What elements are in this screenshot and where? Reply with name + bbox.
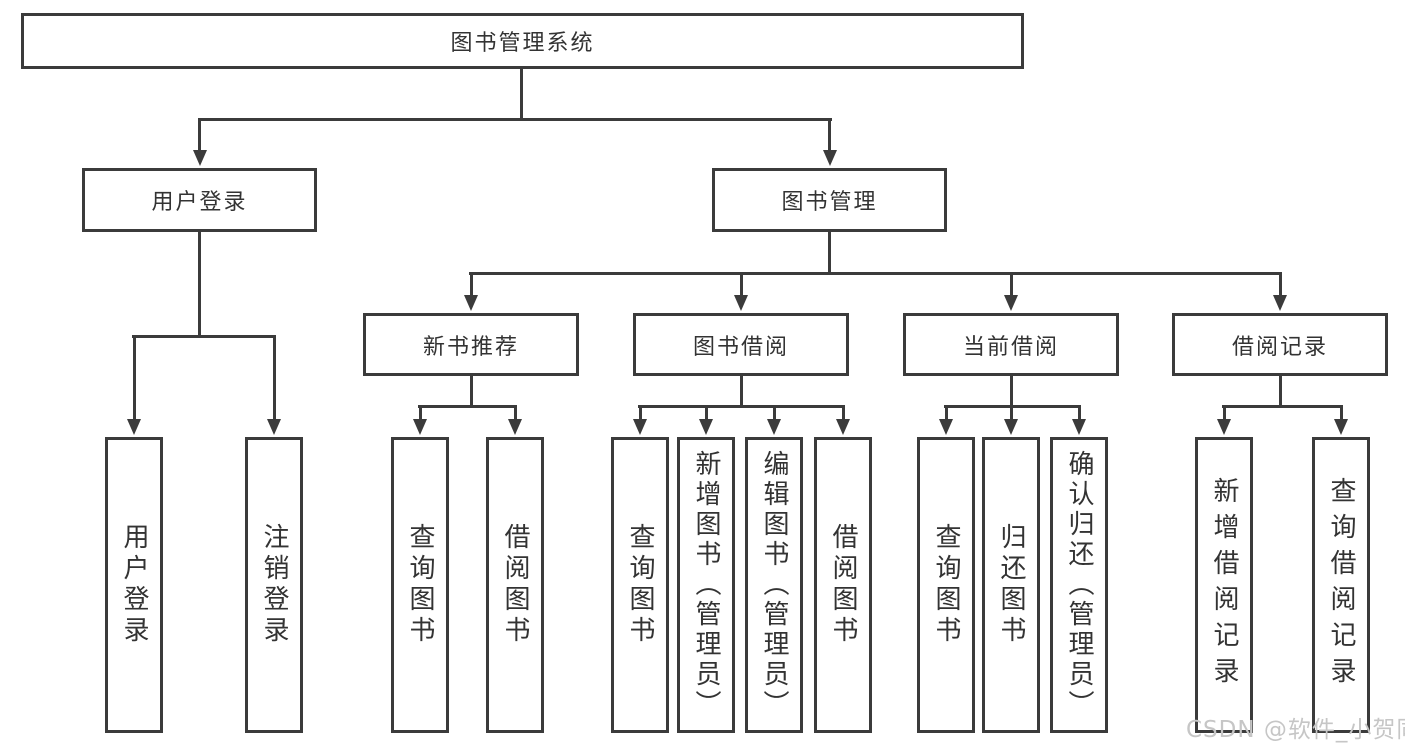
arrow-down-icon (1004, 419, 1018, 435)
connector-hline (198, 118, 832, 121)
connector-hline (1222, 405, 1343, 408)
connector-hline (132, 335, 276, 338)
connector-vline (1009, 272, 1013, 297)
arrow-down-icon (1072, 419, 1086, 435)
node-library-management-system: 图书管理系统 (21, 13, 1024, 69)
connector-hline (944, 405, 1081, 408)
arrow-down-icon (734, 295, 748, 311)
node-borrowing-records: 借阅记录 (1172, 313, 1388, 376)
leaf-query-books-current: 查询图书 (917, 437, 975, 733)
arrow-down-icon (633, 419, 647, 435)
leaf-logout: 注销登录 (245, 437, 303, 733)
connector-vline (841, 405, 845, 421)
connector-vline (418, 405, 422, 421)
leaf-confirm-return-admin: 确认归还（管理员） (1050, 437, 1108, 733)
connector-hline (638, 405, 845, 408)
node-book-management: 图书管理 (712, 168, 947, 232)
node-user-login: 用户登录 (82, 168, 317, 232)
arrow-down-icon (939, 419, 953, 435)
connector-vline (828, 232, 831, 273)
leaf-query-borrow-record: 查询借阅记录 (1312, 437, 1370, 733)
arrow-down-icon (127, 419, 141, 435)
node-book-borrowing: 图书借阅 (633, 313, 849, 376)
connector-vline (1278, 376, 1282, 407)
connector-vline (1222, 405, 1226, 421)
leaf-borrow-books-recommend: 借阅图书 (486, 437, 544, 733)
arrow-down-icon (822, 150, 837, 166)
leaf-add-borrow-record: 新增借阅记录 (1195, 437, 1253, 733)
connector-vline (513, 405, 517, 421)
arrow-down-icon (192, 150, 207, 166)
arrow-down-icon (267, 419, 281, 435)
arrow-down-icon (1273, 295, 1287, 311)
connector-vline (1339, 405, 1343, 421)
connector-vline (132, 335, 136, 419)
arrow-down-icon (836, 419, 850, 435)
connector-vline (704, 405, 708, 421)
connector-vline (739, 272, 743, 297)
connector-vline (1278, 272, 1282, 297)
connector-vline (944, 405, 948, 421)
leaf-query-books-borrowing: 查询图书 (611, 437, 669, 733)
connector-vline (1009, 376, 1013, 407)
arrow-down-icon (767, 419, 781, 435)
watermark-text: CSDN @软件_小贺同学 (1186, 717, 1405, 743)
leaf-add-book-admin: 新增图书（管理员） (677, 437, 735, 733)
connector-vline (772, 405, 776, 421)
arrow-down-icon (464, 295, 478, 311)
node-new-book-recommend: 新书推荐 (363, 313, 579, 376)
connector-vline (198, 118, 201, 152)
connector-hline (418, 405, 517, 408)
arrow-down-icon (1004, 295, 1018, 311)
leaf-edit-book-admin: 编辑图书（管理员） (745, 437, 803, 733)
arrow-down-icon (413, 419, 427, 435)
arrow-down-icon (699, 419, 713, 435)
connector-hline (469, 272, 1282, 275)
leaf-borrow-books-borrowing: 借阅图书 (814, 437, 872, 733)
connector-vline (638, 405, 642, 421)
leaf-query-books-recommend: 查询图书 (391, 437, 449, 733)
connector-vline (739, 376, 743, 407)
arrow-down-icon (508, 419, 522, 435)
connector-vline (828, 118, 831, 152)
arrow-down-icon (1217, 419, 1231, 435)
node-current-borrowing: 当前借阅 (903, 313, 1119, 376)
connector-vline (469, 272, 473, 297)
connector-vline (1009, 405, 1013, 421)
leaf-return-book: 归还图书 (982, 437, 1040, 733)
connector-vline (272, 335, 276, 419)
connector-vline (198, 232, 201, 338)
arrow-down-icon (1334, 419, 1348, 435)
connector-vline (520, 69, 523, 118)
connector-vline (469, 376, 473, 407)
connector-vline (1077, 405, 1081, 421)
leaf-user-login: 用户登录 (105, 437, 163, 733)
